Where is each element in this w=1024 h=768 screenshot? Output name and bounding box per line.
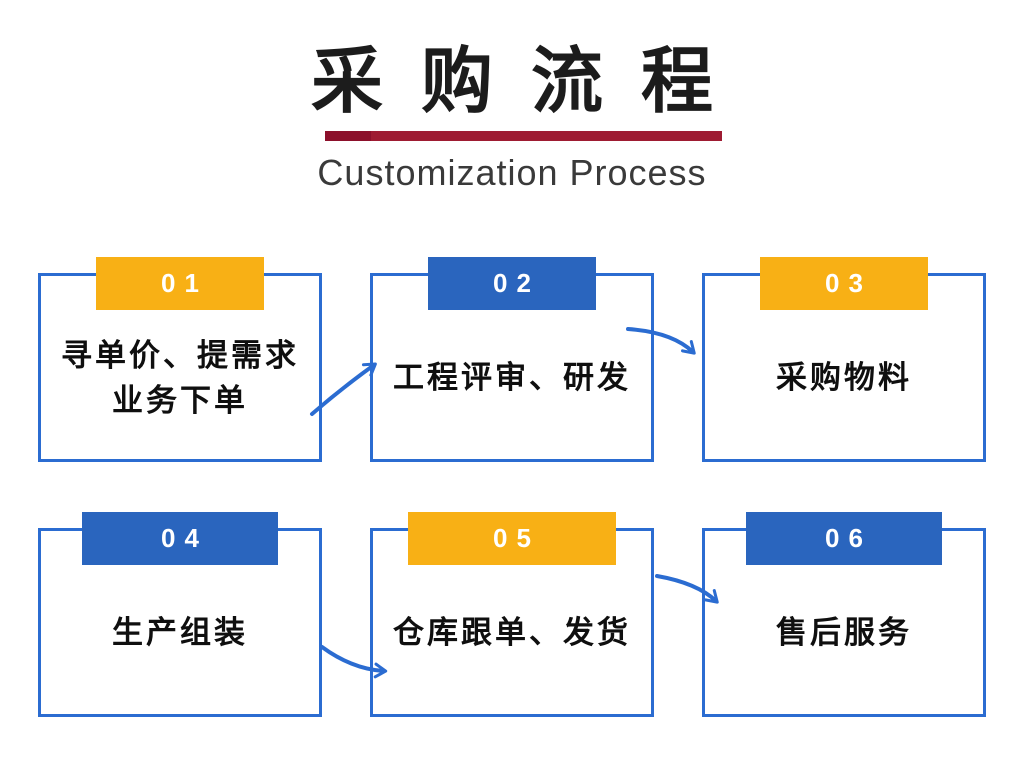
step-label-line: 生产组装 xyxy=(112,615,248,651)
step-label-line: 业务下单 xyxy=(112,382,248,418)
step-box-02: 02 工程评审、研发 xyxy=(370,257,654,462)
step-box-01: 01 寻单价、提需求 业务下单 xyxy=(38,257,322,462)
step-label-line: 仓库跟单、发货 xyxy=(393,615,631,651)
step-label-line: 工程评审、研发 xyxy=(393,360,631,396)
step-label: 采购物料 xyxy=(705,276,983,459)
step-box-04: 04 生产组装 xyxy=(38,512,322,717)
step-label: 工程评审、研发 xyxy=(373,276,651,459)
step-number-badge: 04 xyxy=(82,512,278,565)
step-number-badge: 02 xyxy=(428,257,596,310)
step-label: 生产组装 xyxy=(41,531,319,714)
page-title: 采购流程 xyxy=(0,22,1024,127)
step-label: 仓库跟单、发货 xyxy=(373,531,651,714)
step-number-badge: 01 xyxy=(96,257,264,310)
step-label-line: 采购物料 xyxy=(776,360,912,396)
step-number-badge: 03 xyxy=(760,257,928,310)
step-box-05: 05 仓库跟单、发货 xyxy=(370,512,654,717)
title-divider-cap xyxy=(325,131,371,141)
page-title-text: 采购流程 xyxy=(310,42,751,122)
step-label-line: 寻单价、提需求 xyxy=(61,337,299,373)
step-number-badge: 06 xyxy=(746,512,942,565)
step-label: 寻单价、提需求 业务下单 xyxy=(41,276,319,459)
page-subtitle: Customization Process xyxy=(317,152,707,193)
step-label-line: 售后服务 xyxy=(776,615,912,651)
step-number-badge: 05 xyxy=(408,512,616,565)
step-label: 售后服务 xyxy=(705,531,983,714)
step-box-06: 06 售后服务 xyxy=(702,512,986,717)
step-box-03: 03 采购物料 xyxy=(702,257,986,462)
title-divider-bar xyxy=(325,131,722,141)
